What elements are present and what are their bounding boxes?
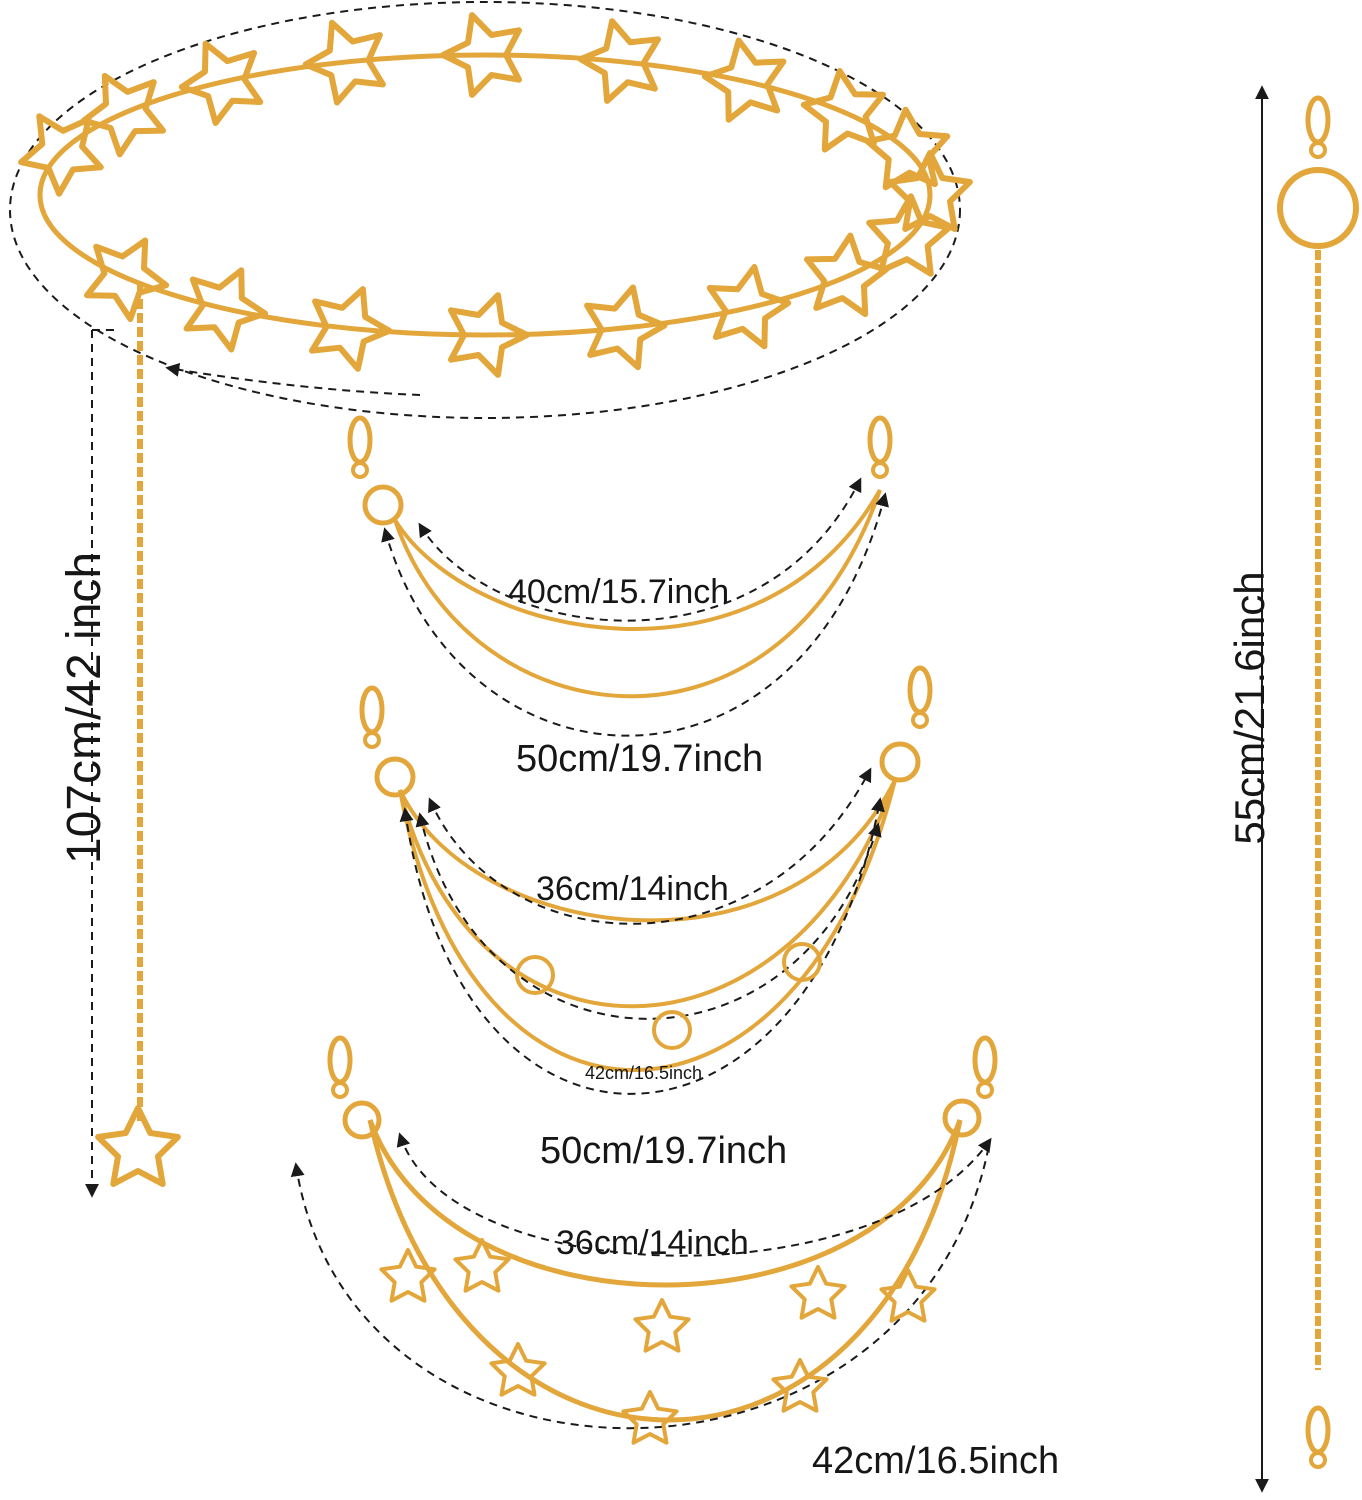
lobster-clasp-icon xyxy=(1305,1405,1331,1469)
star-link-icon xyxy=(804,232,890,318)
chain-c-outer-label: 42cm/16.5inch xyxy=(812,1440,1060,1482)
belt-guide-top-arrow xyxy=(165,362,421,396)
lobster-clasp-icon xyxy=(327,1035,353,1099)
star-link-icon xyxy=(887,150,973,232)
chain-b-guide-inner xyxy=(428,767,872,925)
star-link-icon xyxy=(80,72,166,158)
belt-star-links xyxy=(18,12,973,378)
chain-c-guide-outer xyxy=(290,1139,991,1430)
star-link-icon xyxy=(489,1342,547,1397)
lobster-clasp-icon xyxy=(1305,95,1331,159)
chain-b-outer xyxy=(398,779,897,1072)
star-link-icon xyxy=(879,1268,937,1323)
chain-b-inner xyxy=(398,779,897,923)
ring-icon xyxy=(782,942,822,982)
star-link-icon xyxy=(95,1105,181,1187)
star-link-icon xyxy=(864,106,951,191)
star-link-icon xyxy=(183,267,269,353)
chain-a-guide-inner xyxy=(418,477,862,622)
star-link-icon xyxy=(379,1248,437,1303)
star-link-icon xyxy=(789,1265,847,1320)
lobster-clasp-icon xyxy=(347,415,373,479)
chain-a-guide-outer xyxy=(381,492,889,737)
chain-b-guide-outer xyxy=(399,797,885,1095)
lobster-clasp-icon xyxy=(359,685,385,749)
star-link-icon xyxy=(440,12,522,98)
star-link-icon xyxy=(621,1390,679,1445)
chain-c-inner-label: 36cm/14inch xyxy=(556,1224,749,1262)
belt-guide-ellipse xyxy=(9,1,961,419)
ring-icon xyxy=(515,955,555,995)
star-link-icon xyxy=(84,237,170,322)
chain-a-inner-label: 40cm/15.7inch xyxy=(508,573,730,611)
chain-a-outer-label: 50cm/19.7inch xyxy=(516,738,764,780)
chain-c-star-charms xyxy=(379,1238,937,1445)
star-belt xyxy=(9,1,973,1198)
star-link-icon xyxy=(701,37,787,123)
dangle-star-icon xyxy=(95,1105,181,1187)
star-link-icon xyxy=(706,264,792,350)
ring-icon xyxy=(942,1098,982,1138)
chain-b-middle xyxy=(398,779,897,1009)
chain-b-guide-middle xyxy=(415,812,882,1020)
belt-chain xyxy=(37,52,933,338)
star-link-icon xyxy=(633,1298,691,1353)
ring-icon xyxy=(1277,167,1359,249)
star-link-icon xyxy=(800,68,886,153)
ring-icon xyxy=(374,756,416,798)
star-link-icon xyxy=(584,284,668,371)
lobster-clasp-icon xyxy=(972,1035,998,1099)
chain-set-c xyxy=(290,1035,998,1445)
chain-c-guide-inner xyxy=(396,1132,992,1257)
chain-set-b xyxy=(359,665,933,1095)
star-link-icon xyxy=(178,40,264,126)
ring-icon xyxy=(652,1010,692,1050)
belt-length-label: 107cm/42 inch xyxy=(58,551,111,865)
lobster-clasp-icon xyxy=(867,415,893,479)
star-link-icon xyxy=(453,1238,511,1293)
single-chain xyxy=(1255,85,1359,1493)
ring-icon xyxy=(362,484,404,526)
chain-b-middle-label: 42cm/16.5inch xyxy=(585,1063,703,1083)
star-link-icon xyxy=(866,193,952,277)
chain-a-inner xyxy=(393,489,882,631)
star-link-icon xyxy=(309,286,393,372)
star-link-icon xyxy=(302,19,386,106)
star-link-icon xyxy=(771,1358,829,1413)
chain-b-inner-label: 36cm/14inch xyxy=(536,870,729,908)
chain-b-outer-label: 50cm/19.7inch xyxy=(540,1130,788,1172)
star-link-icon xyxy=(18,113,104,197)
chain-set-a xyxy=(347,415,893,737)
chain-a-outer xyxy=(393,489,882,699)
ring-icon xyxy=(879,741,921,783)
lobster-clasp-icon xyxy=(907,665,933,729)
chain-c-inner xyxy=(367,1119,963,1288)
star-link-icon xyxy=(577,18,661,104)
star-link-icon xyxy=(448,292,530,378)
single-chain-length-label: 55cm/21.6inch xyxy=(1226,571,1273,845)
ring-icon xyxy=(342,1100,382,1140)
